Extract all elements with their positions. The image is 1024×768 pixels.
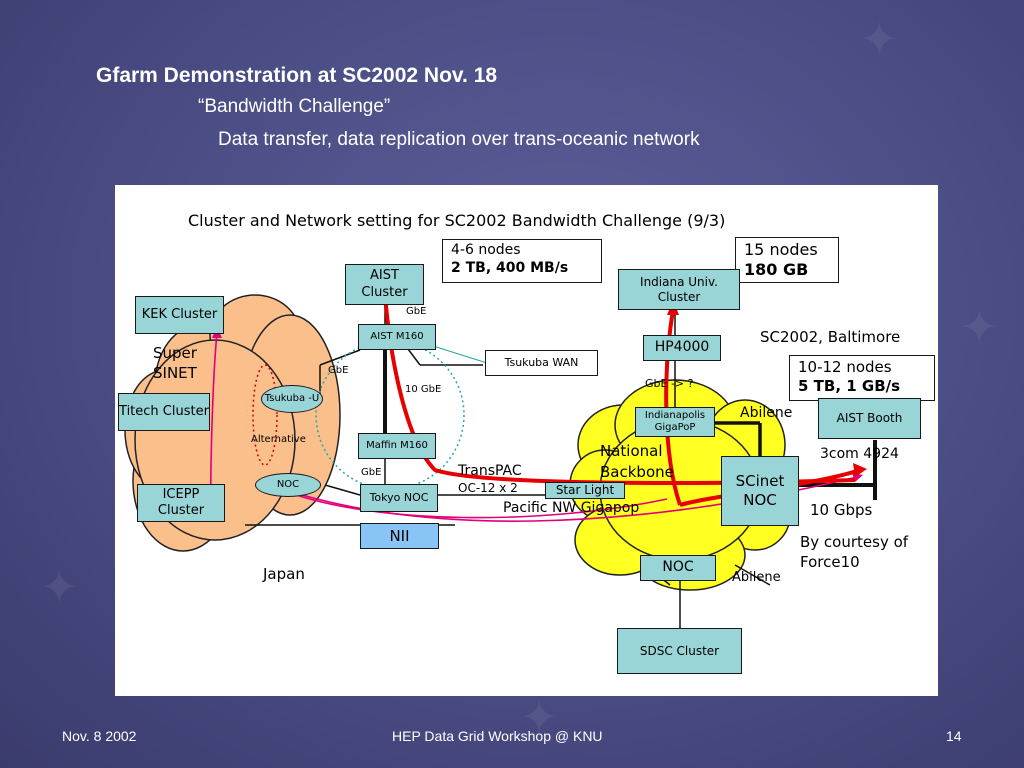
- network-links: [245, 292, 877, 630]
- 10-gbe-label: 10 GbE: [405, 384, 442, 395]
- titech-cluster-node[interactable]: Titech Cluster: [118, 393, 210, 431]
- red-arrowhead: [853, 463, 867, 477]
- maffin-m160-node[interactable]: Maffin M160: [358, 433, 436, 459]
- indiana-cluster-info: 15 nodes 180 GB: [735, 237, 839, 283]
- hp4000-node[interactable]: HP4000: [643, 335, 721, 361]
- aist-booth-node[interactable]: AIST Booth: [818, 398, 921, 439]
- sc2002-label: SC2002, Baltimore: [760, 328, 901, 346]
- transpac-label: TransPAC: [458, 463, 522, 479]
- icepp-cluster-node[interactable]: ICEPP Cluster: [137, 484, 225, 522]
- aist-booth-info: 10-12 nodes 5 TB, 1 GB/s: [789, 355, 935, 401]
- aist-cluster-node[interactable]: AIST Cluster: [345, 264, 424, 305]
- aist-m160-node[interactable]: AIST M160: [358, 324, 436, 350]
- gbe-label: GbE: [328, 365, 349, 376]
- gbe-label: GbE: [361, 467, 382, 478]
- alternative-route-ellipse: [252, 364, 278, 466]
- star-light-node[interactable]: Star Light: [545, 482, 625, 499]
- abilene-label: Abilene: [732, 570, 781, 585]
- national-backbone-label: National Backbone: [600, 442, 674, 481]
- info-line: 15 nodes: [744, 240, 818, 259]
- kek-cluster-node[interactable]: KEK Cluster: [135, 296, 224, 334]
- super-sinet-label: Super SINET: [153, 344, 197, 383]
- tsukuba-wan-node[interactable]: Tsukuba WAN: [485, 350, 598, 376]
- tokyo-noc-node[interactable]: Tokyo NOC: [360, 484, 438, 512]
- 10-gbps-label: 10 Gbps: [810, 501, 873, 519]
- footer-event: HEP Data Grid Workshop @ KNU: [392, 728, 603, 744]
- indianapolis-gigapop-node[interactable]: Indianapolis GigaPoP: [635, 407, 715, 437]
- background-star: ✦: [40, 560, 79, 614]
- japan-label: Japan: [263, 565, 305, 583]
- background-star: ✦: [520, 690, 559, 744]
- abilene-label: Abilene: [740, 405, 793, 421]
- network-diagram: Cluster and Network setting for SC2002 B…: [115, 185, 938, 696]
- slide-description: Data transfer, data replication over tra…: [218, 129, 700, 150]
- slide-title: Gfarm Demonstration at SC2002 Nov. 18: [96, 64, 498, 87]
- tsukuba-wan-pointer: [429, 344, 488, 364]
- diagram-title: Cluster and Network setting for SC2002 B…: [188, 211, 726, 230]
- indiana-cluster-node[interactable]: Indiana Univ. Cluster: [618, 269, 740, 310]
- slide-subtitle: “Bandwidth Challenge”: [198, 96, 391, 117]
- sdsc-cluster-node[interactable]: SDSC Cluster: [617, 628, 742, 674]
- courtesy-label: By courtesy of Force10: [800, 533, 909, 572]
- pacific-nw-label: Pacific NW Gigapop: [503, 500, 640, 516]
- info-line: 4-6 nodes: [451, 242, 521, 258]
- footer-date: Nov. 8 2002: [62, 728, 137, 744]
- nii-node[interactable]: NII: [360, 523, 439, 549]
- alternative-label: Alternative: [251, 434, 306, 445]
- info-line: 5 TB, 1 GB/s: [798, 376, 901, 395]
- 3com-4924-label: 3com 4924: [820, 446, 899, 462]
- info-line: 180 GB: [744, 260, 809, 279]
- gbe-label: GbE: [406, 306, 427, 317]
- background-star: ✦: [960, 300, 999, 354]
- japan-noc-node[interactable]: NOC: [255, 473, 321, 497]
- aist-cluster-info: 4-6 nodes 2 TB, 400 MB/s: [442, 239, 602, 283]
- oc12-label: OC-12 x 2: [458, 481, 518, 495]
- us-noc-node[interactable]: NOC: [640, 555, 716, 581]
- gbe-hp-label: GbE -> ?: [645, 377, 694, 390]
- info-line: 10-12 nodes: [798, 358, 892, 376]
- info-line: 2 TB, 400 MB/s: [451, 259, 569, 276]
- background-star: ✦: [860, 12, 899, 66]
- footer-page-number: 14: [946, 728, 962, 744]
- tsukuba-u-node[interactable]: Tsukuba -U: [261, 385, 323, 413]
- scinet-noc-node[interactable]: SCinet NOC: [721, 456, 799, 526]
